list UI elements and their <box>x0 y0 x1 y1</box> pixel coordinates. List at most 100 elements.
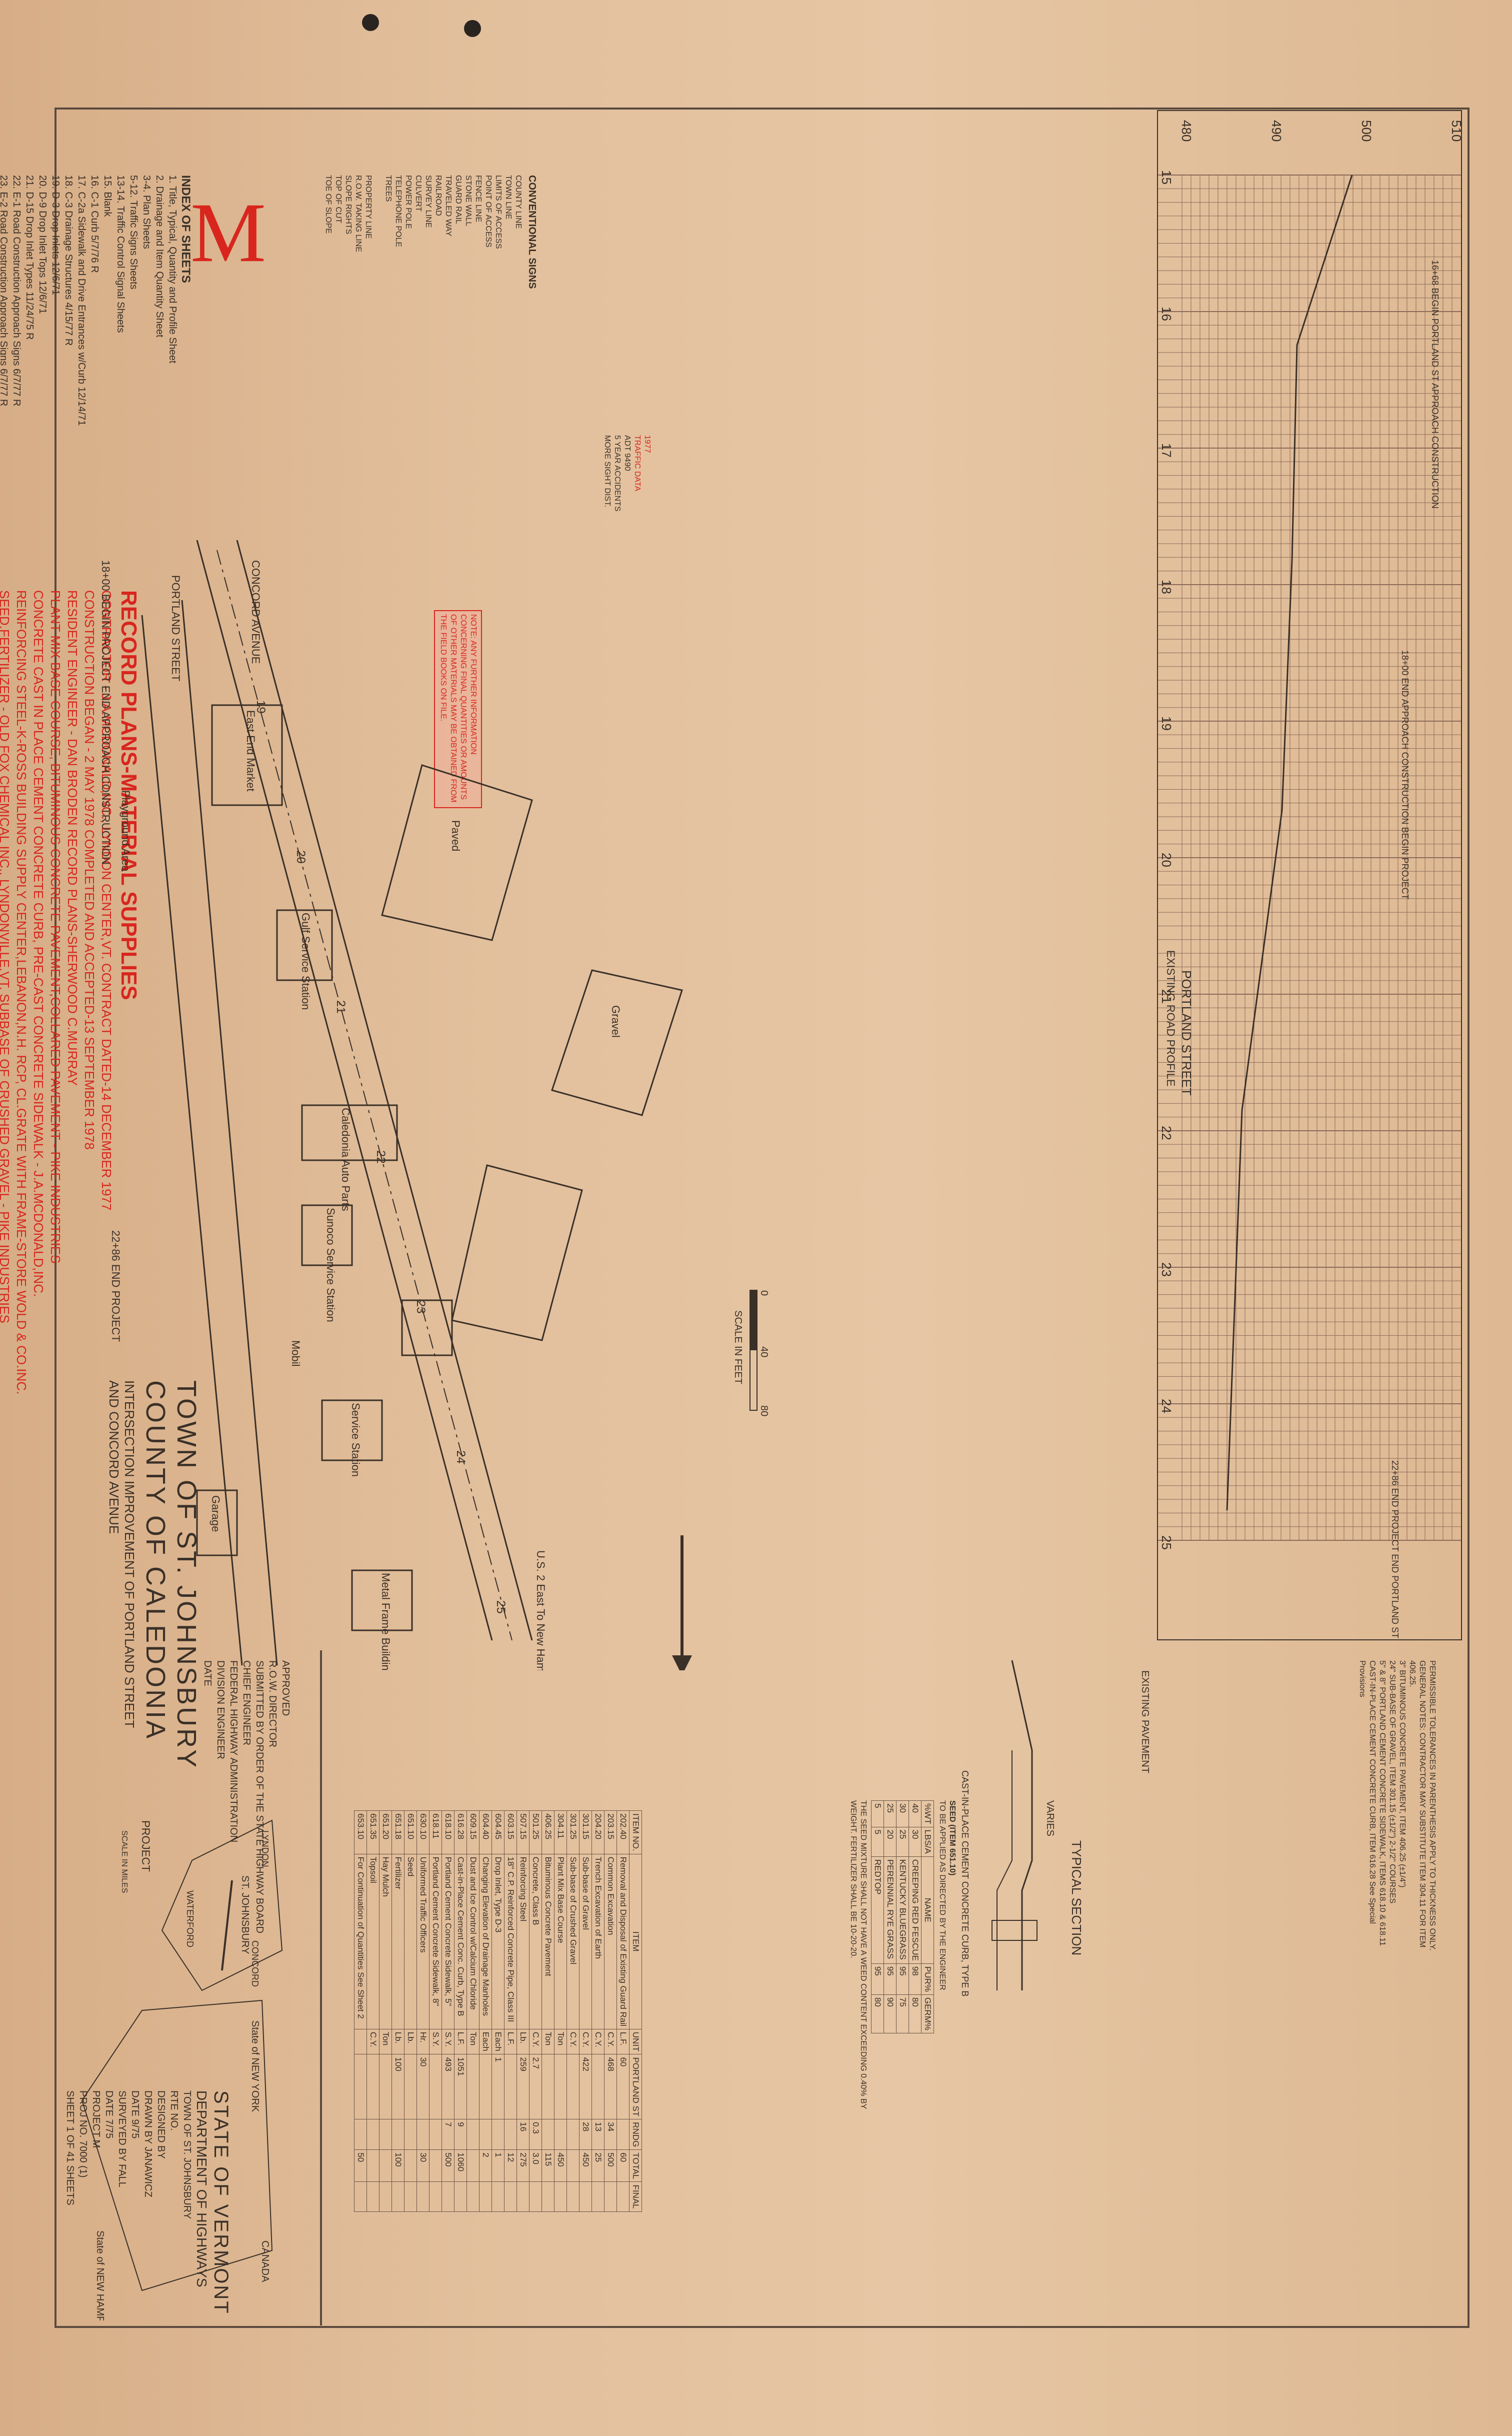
qty-cell <box>404 2119 417 2150</box>
station-label: 15 <box>1159 170 1174 185</box>
qty-header: TOTAL <box>629 2149 642 2182</box>
scale-bar-fill <box>750 1290 757 1350</box>
qty-cell: 651.18 <box>392 1810 404 1854</box>
index-no: 19. <box>50 175 61 192</box>
qty-cell <box>479 2181 492 2212</box>
qty-cell <box>566 2181 580 2212</box>
scale-tick: 0 <box>758 1290 770 1296</box>
tb-surveyed: SURVEYED BY FALL <box>116 2090 128 2187</box>
qty-cell: Sub-base of Crushed Gravel <box>566 1854 580 2029</box>
qty-cell: 653.10 <box>354 1810 367 1854</box>
station-label: 16 <box>1159 307 1174 321</box>
concord-avenue-edge <box>181 600 278 1666</box>
index-no: 1. <box>167 175 178 186</box>
qty-cell: L.F. <box>504 2029 517 2054</box>
qty-cell: 618.10 <box>442 1810 454 1854</box>
building-gulf <box>276 909 333 981</box>
qty-cell: 30 <box>416 2149 430 2182</box>
qty-cell: 500 <box>442 2149 454 2182</box>
qty-cell: S.Y. <box>442 2029 454 2054</box>
qty-header: RNDG <box>629 2119 642 2150</box>
building-service-2 <box>401 1299 453 1356</box>
page-mark: M <box>190 186 266 280</box>
qty-cell: 50 <box>354 2149 367 2182</box>
station-label: 21 <box>1159 989 1174 1004</box>
plan-label: Mobil <box>290 1340 302 1367</box>
qty-cell <box>542 2119 554 2150</box>
qty-cell <box>354 2119 367 2150</box>
typical-note: CAST-IN-PLACE CEMENT CONCRETE CURB, ITEM… <box>1358 1660 1376 1924</box>
typical-note: 5" & 8" PORTLAND CEMENT CONCRETE SIDEWAL… <box>1378 1660 1386 1946</box>
elevation-label: 480 <box>1179 120 1194 142</box>
qty-cell: 7 <box>442 2119 454 2150</box>
qty-cell: Drop Inlet, Type D-3 <box>492 1854 504 2029</box>
qty-cell: 2.7 <box>529 2054 542 2119</box>
qty-cell: Bituminous Concrete Pavement <box>542 1854 554 2029</box>
seed-cell: 5 <box>871 1800 884 1827</box>
tb-date1: DATE 9/75 <box>130 2090 140 2139</box>
qty-cell: 259 <box>516 2054 530 2119</box>
seed-title: SEED (ITEM 651.10) <box>948 1800 956 1876</box>
qty-cell: C.Y. <box>366 2029 380 2054</box>
qty-cell: 1 <box>492 2149 504 2182</box>
qty-cell <box>404 2181 417 2212</box>
punch-hole <box>464 20 481 37</box>
seed-cell: 98 <box>908 1963 922 1995</box>
qty-cell: 100 <box>392 2149 404 2182</box>
plan-label: Gravel <box>610 1005 622 1038</box>
qty-cell <box>429 2181 442 2212</box>
plan-label: Sunoco Service Station <box>324 1208 337 1322</box>
sign-item: SLOPE RIGHTS <box>344 175 352 235</box>
qty-cell <box>479 2119 492 2150</box>
index-desc: Traffic Control Signal Sheets <box>115 206 126 333</box>
index-no: 17. <box>76 175 87 192</box>
qty-cell: 609.15 <box>466 1810 480 1854</box>
qty-cell <box>366 2119 380 2150</box>
qty-cell: 12 <box>504 2149 517 2182</box>
index-row: 22. E-1 Road Construction Approach Signs… <box>10 175 23 625</box>
seed-cell: 95 <box>896 1963 909 1995</box>
concord-avenue-edge <box>141 615 243 1666</box>
portland-street-edge <box>236 540 533 1641</box>
map-label: WATERFORD <box>185 1890 195 1947</box>
qty-cell: 30 <box>416 2054 430 2119</box>
qty-cell: 468 <box>604 2054 617 2119</box>
building-sunoco <box>301 1204 353 1266</box>
sign-item: SURVEY LINE <box>424 175 432 228</box>
sign-item: CULVERT <box>414 175 422 212</box>
qty-cell: 0.3 <box>529 2119 542 2150</box>
sign-item: TOWN LINE <box>504 175 512 220</box>
sign-item: POWER POLE <box>404 175 412 229</box>
typical-section: EXISTING PAVEMENT VARIES CAST-IN-PLACE C… <box>960 1660 1150 1996</box>
seed-cell: PERENNIAL RYE GRASS <box>884 1856 896 1964</box>
seed-cell: 80 <box>871 1994 884 2033</box>
qty-cell: C.Y. <box>579 2029 592 2054</box>
index-row: 23. E-2 Road Construction Approach Signs… <box>0 175 10 625</box>
qty-cell <box>354 2029 367 2054</box>
scale-tick: 40 <box>758 1346 770 1357</box>
elevation-label: 490 <box>1269 120 1284 142</box>
seed-cell: 30 <box>908 1827 922 1857</box>
chief-engineer: CHIEF ENGINEER <box>241 1660 252 1746</box>
row-director: R.O.W. DIRECTOR <box>267 1660 278 1748</box>
qty-cell: 301.15 <box>579 1810 592 1854</box>
seed-cell: 95 <box>871 1963 884 1995</box>
index-desc: D-3 Drop Inlets 12/6/71 <box>50 192 61 296</box>
map-label: CONCORD <box>250 1940 260 1987</box>
state-block: STATE OF VERMONT DEPARTMENT OF HIGHWAYS … <box>64 2090 232 2320</box>
qty-cell <box>379 2181 392 2212</box>
tb-drawn: DRAWN BY JANAWICZ <box>142 2090 154 2197</box>
index-no: 18. <box>63 175 74 192</box>
qty-cell <box>604 2181 617 2212</box>
qty-cell <box>492 2181 504 2212</box>
qty-cell: Trench Excavation of Earth <box>592 1854 604 2029</box>
building-garage <box>196 1489 238 1556</box>
qty-cell: 630.10 <box>416 1810 430 1854</box>
qty-cell: For Continuation of Quantities See Sheet… <box>354 1854 367 2029</box>
seed-cell: 5 <box>871 1827 884 1857</box>
